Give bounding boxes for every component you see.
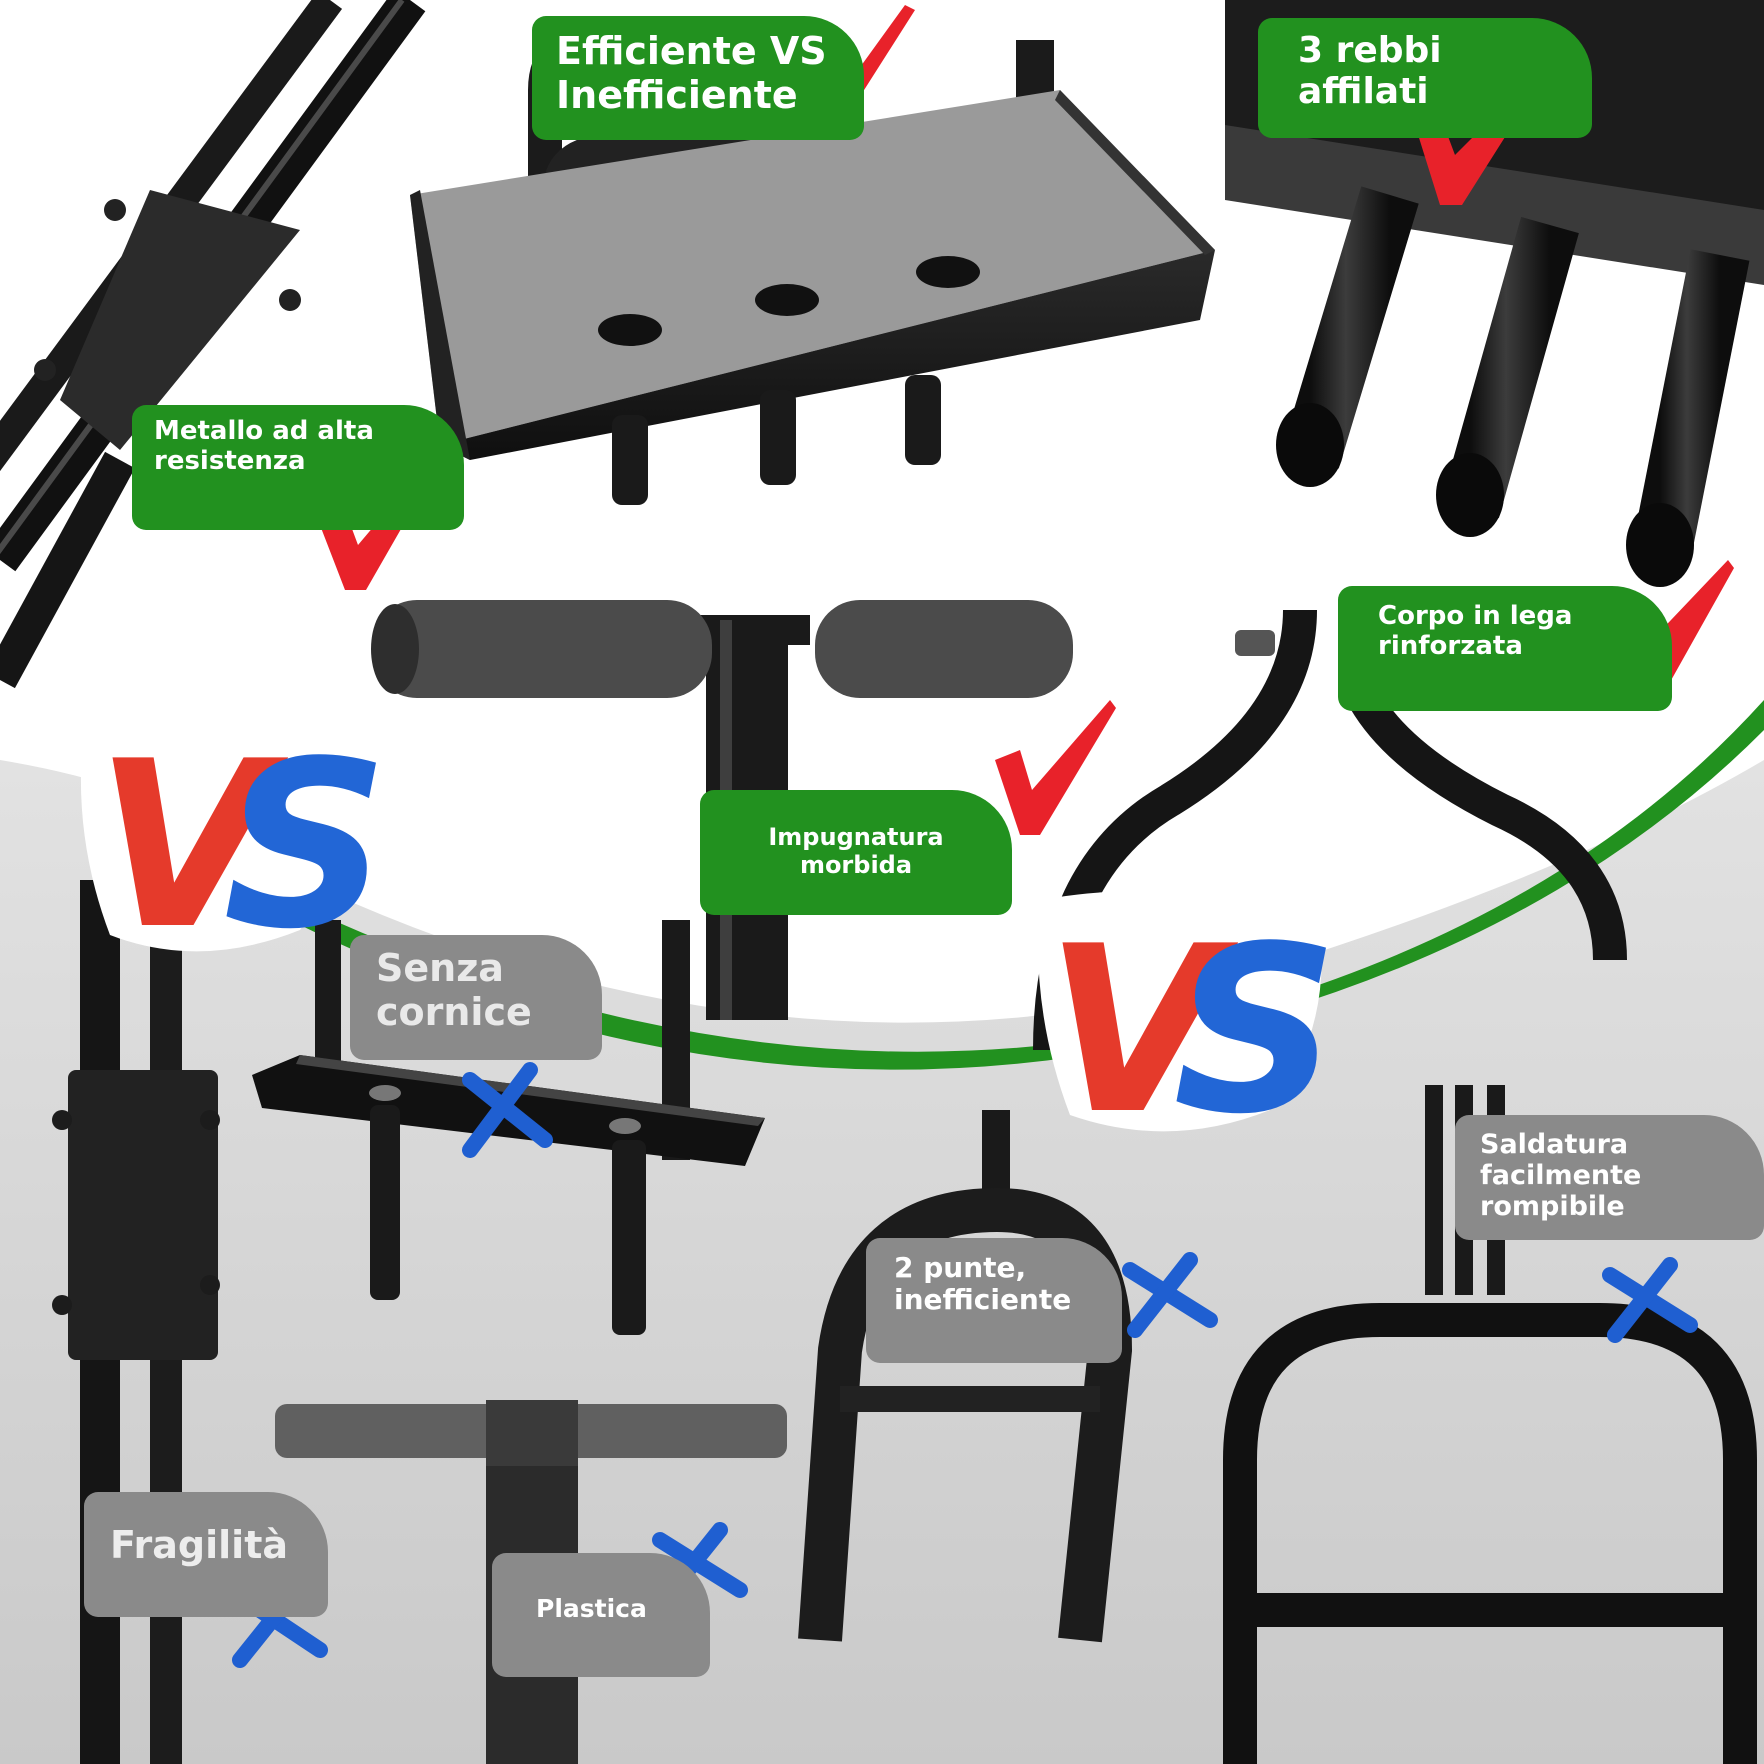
vs-badge-right: VS [1038, 890, 1376, 1165]
label-reinforced-alloy-body: Corpo in lega rinforzata [1338, 586, 1672, 711]
label-text: 3 rebbi affilati [1298, 30, 1442, 113]
label-text: Senza cornice [376, 946, 532, 1034]
label-three-sharp-tines: 3 rebbi affilati [1258, 18, 1592, 138]
vs-text: VS [1045, 898, 1326, 1165]
cross-icon [1122, 1252, 1218, 1338]
label-fragility: Fragilità [84, 1492, 328, 1617]
label-text: Fragilità [110, 1523, 288, 1567]
label-text: Metallo ad alta resistenza [154, 416, 374, 476]
label-high-strength-metal: Metallo ad alta resistenza [132, 405, 464, 530]
label-text: Efficiente VS Inefficiente [556, 29, 827, 117]
label-text: Impugnatura morbida [768, 823, 944, 879]
cross-icon [1602, 1257, 1698, 1343]
label-text: Corpo in lega rinforzata [1378, 601, 1573, 661]
label-text: Saldatura facilmente rompibile [1480, 1129, 1642, 1223]
shaft-tool-top-left [0, 0, 426, 689]
vs-text: VS [95, 713, 376, 980]
vs-badge-left: VS [80, 710, 426, 980]
label-text: Plastica [536, 1594, 647, 1623]
label-two-prongs-inefficient: 2 punte, inefficiente [866, 1238, 1122, 1363]
check-icon [995, 700, 1116, 835]
cross-icon [462, 1062, 553, 1158]
label-plastic: Plastica [492, 1553, 710, 1677]
label-text: 2 punte, inefficiente [894, 1251, 1072, 1317]
frameless-plate-tool [252, 920, 765, 1335]
label-frameless: Senza cornice [350, 935, 602, 1060]
label-soft-grip: Impugnatura morbida [700, 790, 1012, 915]
label-efficient-vs-inefficient: Efficiente VS Inefficiente [532, 16, 864, 140]
label-breakable-weld: Saldatura facilmente rompibile [1455, 1115, 1764, 1240]
